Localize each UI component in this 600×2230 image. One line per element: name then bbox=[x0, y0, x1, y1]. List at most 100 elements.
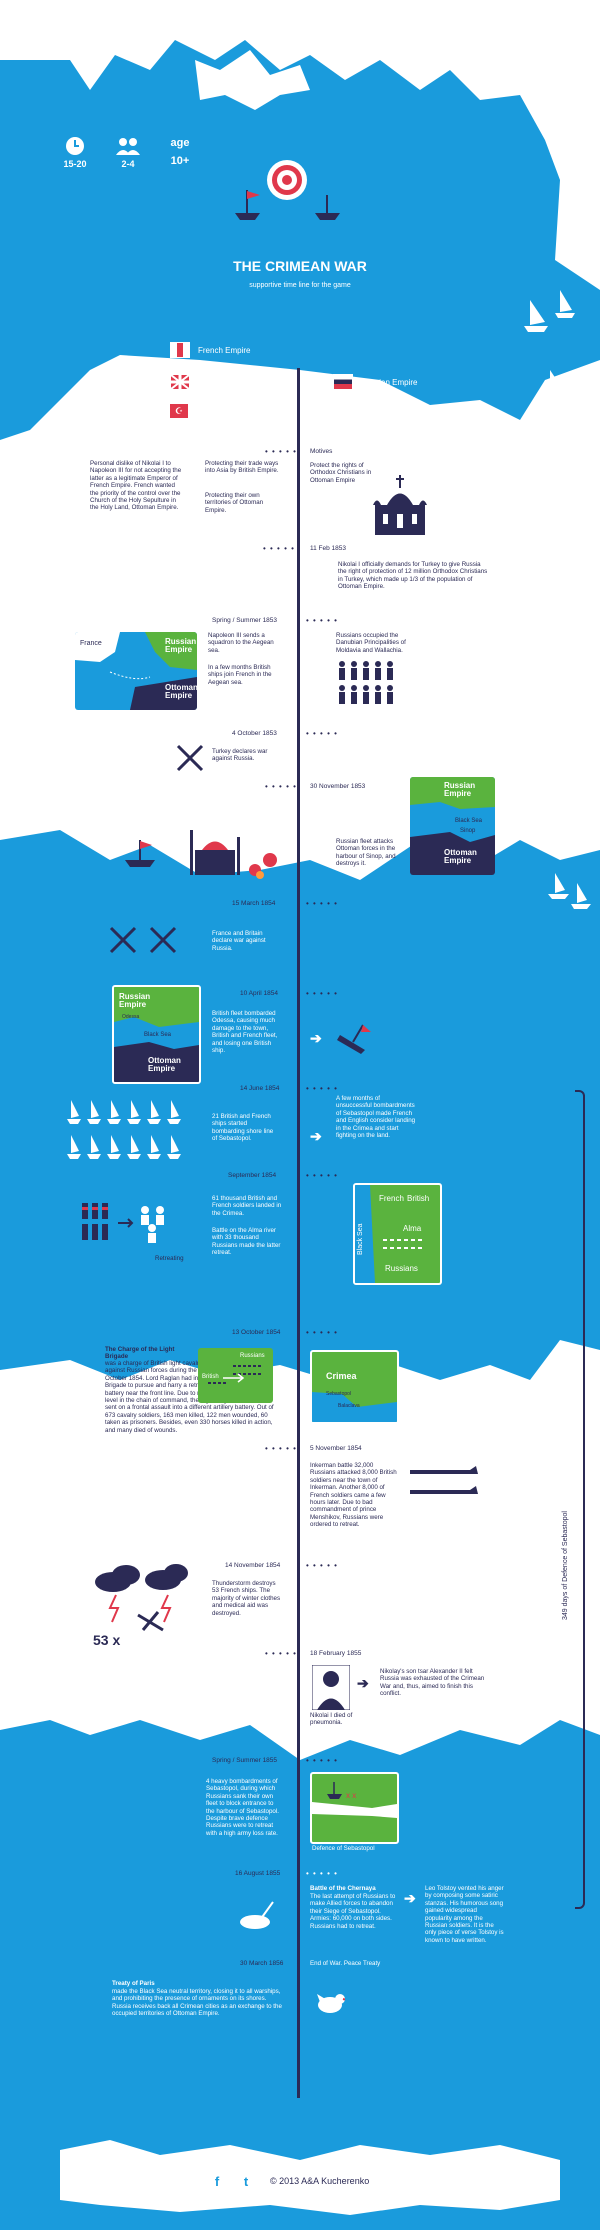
sep1854-text-1: 61 thousand British and French soldiers … bbox=[212, 1195, 282, 1217]
nov1853-text: Russian fleet attacks Ottoman forces in … bbox=[336, 838, 396, 868]
map-label-black-sea: Black Sea bbox=[144, 1032, 172, 1038]
dots: • • • • • bbox=[306, 1328, 338, 1337]
dots: • • • • • bbox=[263, 544, 295, 553]
legend-british-label: British Empire bbox=[198, 377, 248, 387]
legend-ottoman: ☪ Ottoman Empire bbox=[170, 404, 254, 418]
odessa-map: Russian Empire Odessa Black Sea Ottoman … bbox=[112, 985, 201, 1084]
retreating-label: Retreating bbox=[155, 1255, 184, 1262]
jun1854-right-text: A few months of unsuccessful bombardment… bbox=[336, 1095, 416, 1140]
light-brigade-map: Russians British bbox=[198, 1348, 273, 1403]
spring1853-left-1: Napoleon III sends a squadron to the Aeg… bbox=[208, 632, 274, 654]
alma-map-shapes bbox=[355, 1185, 425, 1283]
siege-bracket bbox=[575, 1090, 585, 1909]
age-stat: age 10+ bbox=[160, 137, 200, 167]
map-label-ottoman-empire: Ottoman Empire bbox=[165, 683, 197, 700]
map-label-russian-empire: Russian Empire bbox=[165, 637, 197, 654]
map-label-alma: Alma bbox=[403, 1224, 422, 1233]
sep1854-text-2: Battle on the Alma river with 33 thousan… bbox=[212, 1227, 281, 1257]
arrow-right-icon: ➔ bbox=[310, 1030, 322, 1046]
peace-dove-icon bbox=[317, 1994, 345, 2013]
clock-icon bbox=[66, 137, 84, 155]
map-label-france: France bbox=[80, 640, 102, 647]
sebastopol-defence-map-shapes: x x bbox=[312, 1782, 397, 1818]
ottoman-flag-icon: ☪ bbox=[170, 404, 188, 418]
sinop-map-shapes bbox=[410, 777, 495, 875]
map-label-sinop: Sinop bbox=[460, 828, 476, 834]
oct1854-text: was a charge of British light cavalry le… bbox=[105, 1360, 274, 1434]
dots: • • • • • bbox=[306, 1561, 338, 1570]
dots: • • • • • bbox=[306, 1756, 338, 1765]
crossed-swords-pair-icon bbox=[109, 926, 177, 954]
feb1855-date: 18 February 1855 bbox=[310, 1650, 362, 1657]
alma-map: French British Alma Russians Black Sea bbox=[353, 1183, 442, 1285]
motives-mid-text-2: Protecting their own territories of Otto… bbox=[205, 492, 264, 514]
map-label-black-sea: Black Sea bbox=[455, 818, 483, 824]
sep1854-date: September 1854 bbox=[228, 1172, 277, 1179]
duration-stat: 15-20 bbox=[55, 135, 95, 169]
sailboat-icons bbox=[524, 290, 575, 396]
motives-mid-text-1: Protecting their trade ways into Asia by… bbox=[205, 460, 279, 475]
mar1856-right: End of War. Peace Treaty bbox=[310, 1960, 381, 1967]
apr1854-date: 10 April 1854 bbox=[240, 990, 278, 997]
nov1854b-text: Thunderstorm destroys 53 French ships. T… bbox=[212, 1580, 281, 1617]
dots: • • • • • bbox=[265, 1444, 297, 1453]
mar1856-date: 30 March 1856 bbox=[240, 1960, 284, 1967]
crossed-swords-icon bbox=[176, 744, 204, 772]
motives-left-text: Personal dislike of Nikolai I to Napoleo… bbox=[90, 460, 182, 512]
map-label-russian-empire: Russian Empire bbox=[444, 781, 476, 798]
page-title: THE CRIMEAN WAR bbox=[233, 258, 367, 274]
legend-russian: Russian Empire bbox=[333, 374, 417, 390]
aug1855-right-text: Leo Tolstoy vented his anger by composin… bbox=[425, 1885, 504, 1944]
ships-count: 53 x bbox=[93, 1632, 121, 1648]
landing-soldiers-icon bbox=[82, 1203, 164, 1243]
aegean-map-shapes bbox=[75, 632, 197, 710]
inkwell-icon bbox=[240, 1901, 274, 1929]
map-label-french: French bbox=[379, 1194, 404, 1203]
feb1855-left-text: Nikolai I died of pneumonia. bbox=[310, 1712, 353, 1727]
thunderstorm-icon bbox=[95, 1564, 188, 1632]
facebook-button[interactable]: f bbox=[208, 2173, 226, 2191]
orthodox-church-icon bbox=[373, 475, 427, 535]
legend-british: British Empire bbox=[170, 374, 248, 390]
jun1854-date: 14 June 1854 bbox=[240, 1085, 280, 1092]
russian-soldiers-icon bbox=[339, 661, 393, 704]
light-brigade-map-shapes bbox=[208, 1365, 263, 1384]
svg-text:x x: x x bbox=[346, 1791, 356, 1800]
dots: • • • • • bbox=[265, 1649, 297, 1658]
british-flag-icon bbox=[170, 374, 190, 390]
map-label-russians: Russians bbox=[240, 1353, 265, 1359]
legend-french-label: French Empire bbox=[198, 345, 251, 355]
siege-label: 349 days of Defence of Sebastopol bbox=[562, 1511, 569, 1620]
feb1853-text: Nikolai I officially demands for Turkey … bbox=[338, 561, 488, 591]
spring1853-date: Spring / Summer 1853 bbox=[212, 617, 278, 624]
rifles-icon bbox=[410, 1466, 478, 1494]
dots: • • • • • bbox=[306, 1869, 338, 1878]
map-label-balaclava: Balaclava bbox=[338, 1403, 360, 1409]
apr1854-text: British fleet bombarded Odessa, causing … bbox=[212, 1010, 278, 1055]
map-label-ottoman-empire: Ottoman Empire bbox=[444, 848, 477, 865]
dots: • • • • • bbox=[265, 782, 297, 791]
oct1853-date: 4 October 1853 bbox=[232, 730, 277, 737]
dots: • • • • • bbox=[306, 616, 338, 625]
spring1853-left-2: In a few months British ships join Frenc… bbox=[208, 664, 272, 686]
mar1854-text: France and Britain declare war against R… bbox=[212, 930, 266, 952]
duration-value: 15-20 bbox=[63, 159, 87, 169]
map-label-ottoman-empire: Ottoman Empire bbox=[148, 1056, 181, 1073]
aug1855-date: 16 August 1855 bbox=[235, 1870, 281, 1877]
map-label-british: British bbox=[407, 1194, 430, 1203]
oct1854-date: 13 October 1854 bbox=[232, 1329, 281, 1336]
mar1854-date: 15 March 1854 bbox=[232, 900, 276, 907]
map-label-british: British bbox=[202, 1374, 219, 1380]
balaclava-map: Crimea Sebastopol Balaclava bbox=[310, 1350, 399, 1424]
spring1855-text: 4 heavy bombardments of Sebastopol, duri… bbox=[206, 1778, 279, 1837]
oct1854-title: The Charge of the Light Brigade bbox=[105, 1346, 175, 1361]
players-stat: 2-4 bbox=[108, 135, 148, 169]
players-value: 2-4 bbox=[121, 159, 135, 169]
mar1856-text: made the Black Sea neutral territory, cl… bbox=[112, 1988, 282, 2018]
twitter-button[interactable]: t bbox=[237, 2173, 255, 2191]
copyright: © 2013 A&A Kucherenko bbox=[270, 2176, 370, 2186]
mar1856-title: Treaty of Paris bbox=[112, 1980, 155, 1987]
sebastopol-defence-map: x x bbox=[310, 1772, 399, 1844]
aegean-map: France Russian Empire Ottoman Empire bbox=[75, 632, 197, 710]
